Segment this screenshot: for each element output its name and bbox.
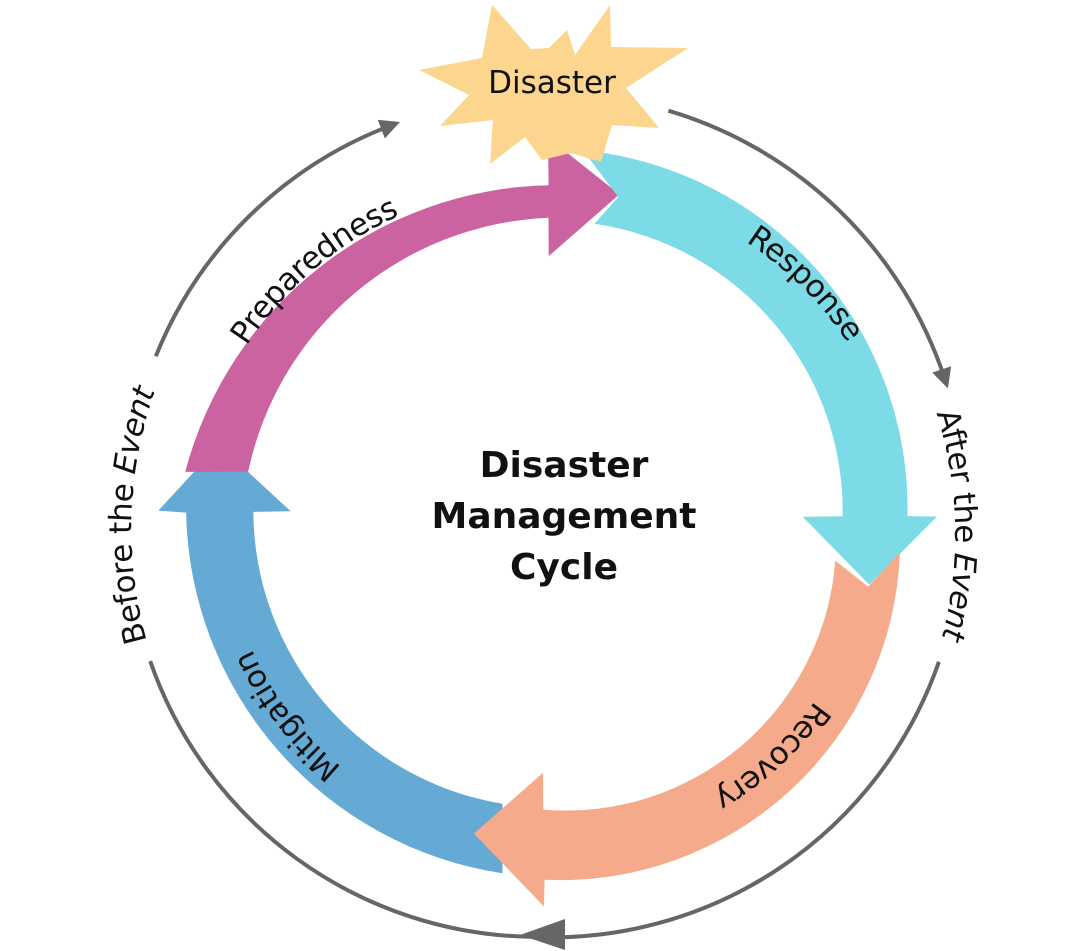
disaster-starburst [419,5,688,164]
recovery-arrow [473,552,900,907]
preparedness-arrow [185,137,620,472]
response-arrow [583,150,937,585]
outer-arrow-after [667,108,952,389]
after-prefix: After the [929,405,983,554]
before-the-event-label: Before the Event [103,380,163,648]
center-title: Disaster Management Cycle [404,440,724,593]
before-emphasis: Event [107,380,163,476]
before-prefix: Before the [103,471,154,648]
outer-arrow-bottom-head [520,919,565,950]
after-emphasis: Event [933,552,982,647]
center-title-line-2: Management [431,496,697,537]
disaster-label: Disaster [488,65,616,101]
after-the-event-label: After the Event [929,405,983,647]
outer-arrow-before [153,119,400,358]
center-title-line-1: Disaster [479,445,649,486]
mitigation-arrow [158,444,503,874]
center-title-line-3: Cycle [510,547,618,588]
